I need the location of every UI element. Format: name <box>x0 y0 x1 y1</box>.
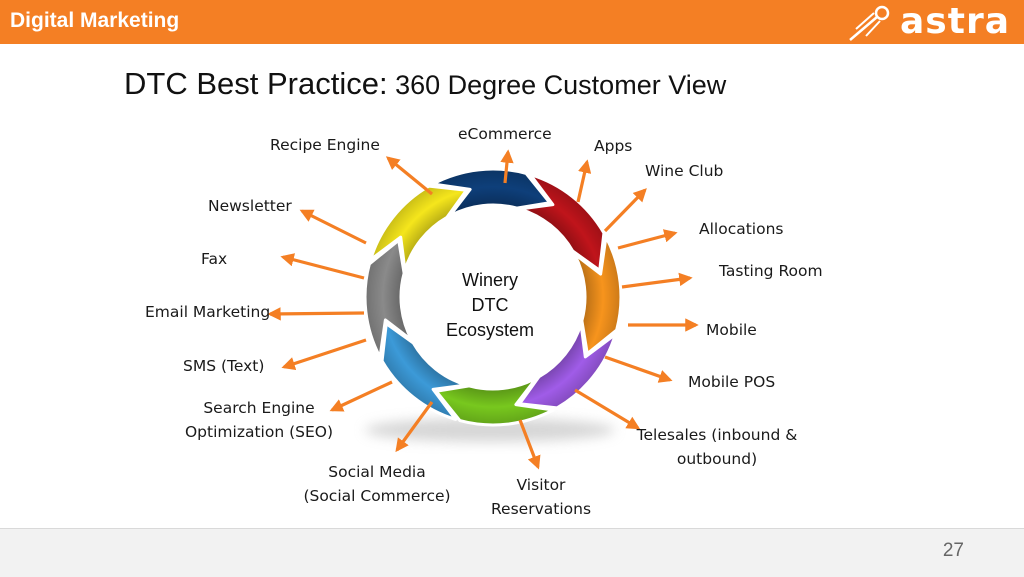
comet-icon <box>849 5 890 41</box>
spoke-arrow <box>280 253 365 280</box>
section-title: Digital Marketing <box>10 9 180 32</box>
label-seo: Search Engine Optimization (SEO) <box>184 399 333 441</box>
logo-wordmark: astra <box>900 1 1010 42</box>
spoke-arrow <box>281 338 367 371</box>
spoke-arrow <box>621 272 693 289</box>
spoke-arrow <box>518 419 541 470</box>
label-telesales: Telesales (inbound & outbound) <box>636 426 798 468</box>
title-main: DTC Best Practice: <box>124 66 388 101</box>
spoke-arrows <box>267 149 699 470</box>
label-fax: Fax <box>201 250 228 268</box>
ring-shadow <box>365 418 615 442</box>
spoke-arrow <box>603 188 647 233</box>
label-newsletter: Newsletter <box>208 197 292 215</box>
label-social-media: Social Media (Social Commerce) <box>303 463 451 505</box>
astra-logo: astra <box>844 0 1010 44</box>
header-bar: Digital Marketing astra <box>0 0 1024 44</box>
spoke-arrow <box>604 355 673 383</box>
label-email-marketing: Email Marketing <box>145 303 271 321</box>
label-wine-club: Wine Club <box>645 162 724 180</box>
label-recipe-engine: Recipe Engine <box>270 136 380 154</box>
ring-segment <box>431 167 552 218</box>
spoke-arrow <box>299 209 367 245</box>
label-allocations: Allocations <box>699 220 784 238</box>
spoke-arrow <box>395 401 434 453</box>
slide-title: DTC Best Practice: 360 Degree Customer V… <box>124 66 726 102</box>
label-visitor-reservations: Visitor Reservations <box>490 476 592 518</box>
spoke-arrow <box>576 159 592 203</box>
spoke-arrow <box>617 229 678 250</box>
label-mobile-pos: Mobile POS <box>688 373 776 391</box>
label-sms: SMS (Text) <box>183 357 265 375</box>
page-number: 27 <box>942 540 964 561</box>
spoke-arrow <box>385 156 434 196</box>
label-apps: Apps <box>594 137 633 155</box>
cycle-ring <box>363 167 623 427</box>
label-ecommerce: eCommerce <box>458 125 552 143</box>
center-label: Winery DTC Ecosystem <box>445 270 535 340</box>
spoke-arrow <box>574 388 641 430</box>
label-mobile: Mobile <box>706 321 757 339</box>
spoke-arrow <box>500 149 514 184</box>
label-tasting-room: Tasting Room <box>719 262 823 280</box>
spoke-arrow <box>267 307 365 321</box>
title-sub: 360 Degree Customer View <box>387 70 727 100</box>
footer-band <box>0 528 1024 577</box>
spoke-arrow <box>329 380 393 412</box>
